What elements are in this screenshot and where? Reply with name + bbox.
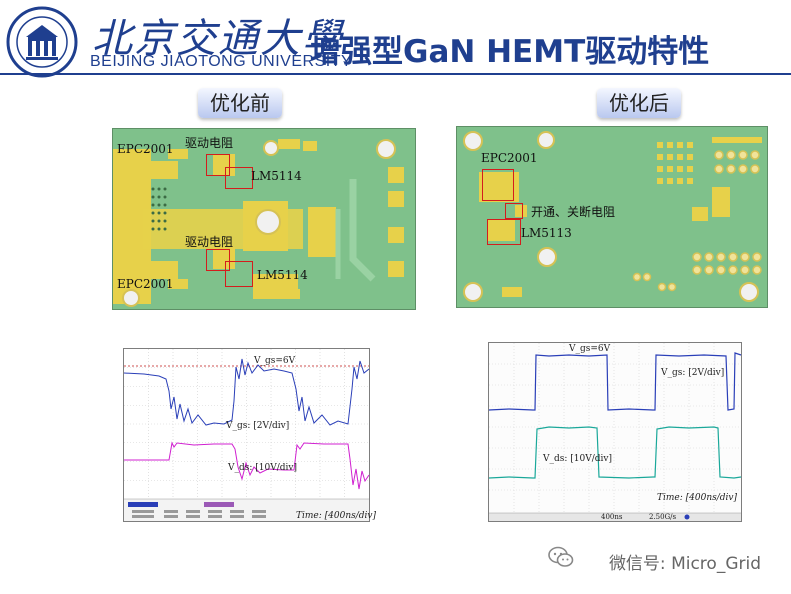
annotation-lm5114-bottom: LM5114 [257, 268, 308, 282]
epc2001-box [482, 169, 514, 201]
scope-before-waveform: V_gs=6V V_gs: [2V/div] V_ds: [10V/div] T… [123, 348, 376, 522]
slide-title: 增强型GaN HEMT驱动特性 [310, 34, 710, 70]
after-time-scale: Time: [400ns/div] [657, 493, 738, 503]
drive-resistor-box-top [206, 154, 230, 176]
pcb-before-traces [151, 179, 376, 282]
before-time-scale: Time: [400ns/div] [296, 511, 377, 521]
drive-resistor-box-bottom [206, 249, 230, 271]
before-vds-scale: V_ds: [10V/div] [228, 463, 298, 473]
lm5113-box [487, 219, 521, 245]
annotation-onoff-resistor: 开通、关断电阻 [531, 205, 616, 219]
before-label: 优化前 [198, 88, 282, 118]
annotation-drive-resistor-top: 驱动电阻 [185, 136, 234, 150]
after-status-mid: 2.50G/s [649, 513, 677, 521]
after-label: 优化后 [597, 88, 681, 118]
scope-before-traces [123, 349, 370, 521]
annotation-epc2001: EPC2001 [481, 151, 538, 165]
onoff-resistor-box [505, 203, 523, 219]
university-name-en: BEIJING JIAOTONG UNIVERSITY [90, 53, 353, 70]
wechat-icon [548, 546, 574, 567]
annotation-epc2001-bottom: EPC2001 [117, 277, 174, 291]
lm5114-box-top [225, 167, 253, 189]
before-vgs-level: V_gs=6V [254, 356, 296, 366]
header-divider [0, 73, 791, 75]
annotation-lm5113: LM5113 [521, 226, 572, 240]
after-status-left: 400ns [601, 513, 623, 521]
university-seal-logo [6, 6, 78, 78]
annotation-drive-resistor-bottom: 驱动电阻 [185, 235, 234, 249]
after-vgs-scale: V_gs: [2V/div] [661, 368, 725, 378]
wechat-account: 微信号: Micro_Grid [608, 554, 761, 574]
pcb-after-pad-array [632, 137, 762, 292]
before-vgs-scale: V_gs: [2V/div] [226, 421, 290, 431]
scope-after-waveform: V_gs=6V V_gs: [2V/div] V_ds: [10V/div] T… [488, 342, 742, 522]
annotation-lm5114-top: LM5114 [251, 169, 302, 183]
lm5114-box-bottom [225, 261, 253, 287]
after-vgs-level: V_gs=6V [569, 344, 611, 354]
university-name-cn: 北京交通大學 [92, 16, 344, 62]
pcb-after-image: EPC2001 开通、关断电阻 LM5113 [456, 126, 768, 308]
annotation-epc2001-top: EPC2001 [117, 142, 174, 156]
after-vds-scale: V_ds: [10V/div] [543, 454, 613, 464]
pcb-before-image: EPC2001 驱动电阻 LM5114 驱动电阻 LM5114 EPC2001 [112, 128, 416, 310]
scope-after-traces [488, 343, 742, 521]
